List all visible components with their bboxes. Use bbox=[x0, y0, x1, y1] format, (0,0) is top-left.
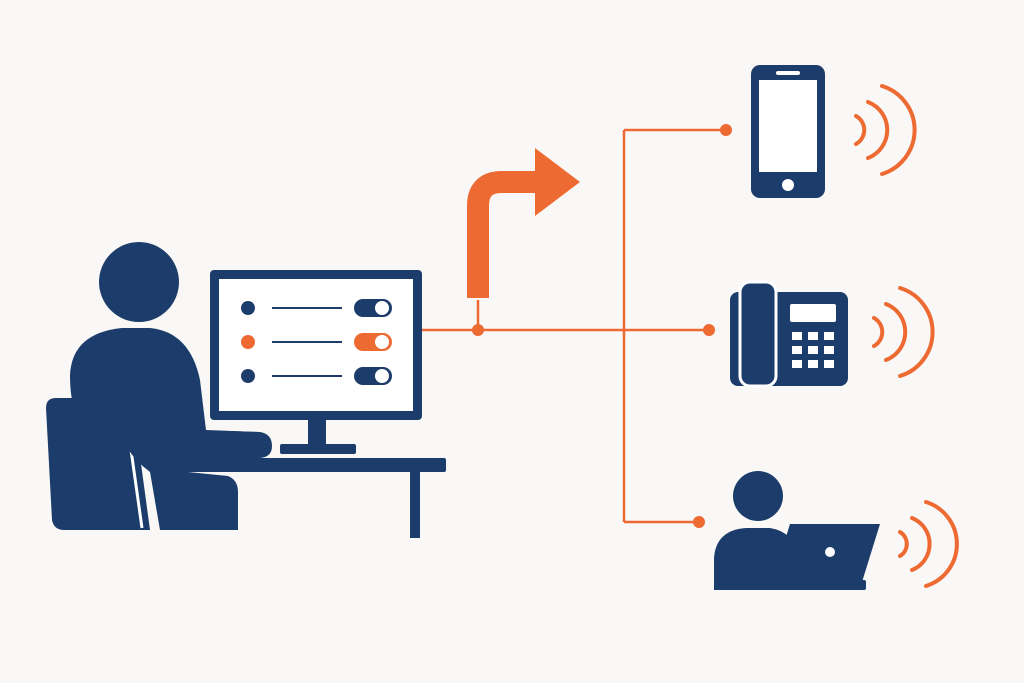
connector-dots bbox=[472, 124, 732, 528]
deskphone-endpoint-dot bbox=[703, 324, 715, 336]
settings-row bbox=[241, 333, 392, 351]
person-arm-icon bbox=[146, 380, 272, 458]
desk-icon bbox=[168, 458, 446, 538]
target-mobile-phone bbox=[751, 65, 917, 198]
wireless-signal-icon bbox=[854, 84, 917, 176]
smartphone-icon bbox=[751, 65, 825, 198]
remote-worker-laptop-icon bbox=[714, 471, 880, 590]
target-desk-phone bbox=[730, 280, 935, 388]
wireless-signal-icon bbox=[872, 286, 935, 378]
hub-dot bbox=[472, 324, 484, 336]
toggle-switch[interactable] bbox=[354, 299, 392, 317]
settings-row bbox=[241, 299, 392, 317]
row-bullet bbox=[241, 301, 255, 315]
target-remote-worker bbox=[714, 471, 959, 590]
settings-row bbox=[241, 367, 392, 385]
row-bullet bbox=[241, 369, 255, 383]
toggle-switch[interactable] bbox=[354, 333, 392, 351]
source-workstation bbox=[46, 242, 446, 538]
mobile-endpoint-dot bbox=[720, 124, 732, 136]
remote-endpoint-dot bbox=[693, 516, 705, 528]
wireless-signal-icon bbox=[898, 500, 959, 588]
connector-lines bbox=[420, 128, 724, 524]
monitor-icon bbox=[210, 270, 422, 454]
settings-panel bbox=[241, 299, 392, 385]
forward-arrow-icon bbox=[467, 148, 580, 298]
row-bullet bbox=[241, 335, 255, 349]
person-head-icon bbox=[99, 242, 179, 322]
toggle-switch[interactable] bbox=[354, 367, 392, 385]
desk-phone-icon bbox=[730, 280, 848, 388]
